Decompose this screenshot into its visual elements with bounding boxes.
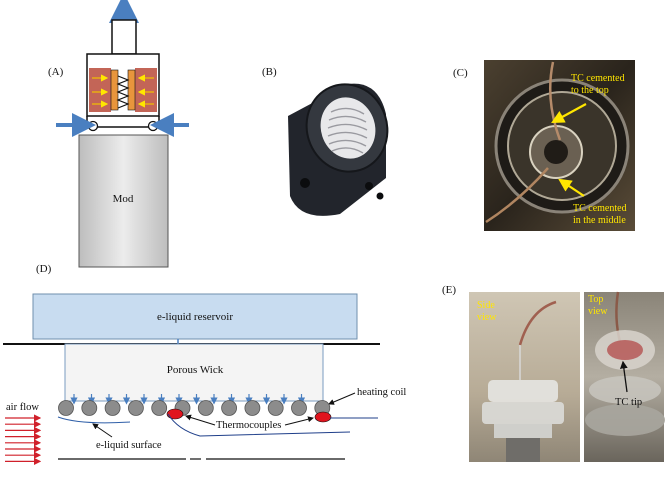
- coil-turn: [197, 400, 214, 416]
- liquid-surface-line: [57, 416, 131, 424]
- side-view-label-line1: Side: [477, 300, 495, 311]
- panel-b-label: (B): [262, 66, 277, 78]
- panel-d-label: (D): [36, 263, 52, 275]
- e-liquid-reservoir: [32, 293, 358, 340]
- annotation-arrow-middle: [558, 178, 585, 197]
- thermocouple-lead-1: [167, 413, 351, 437]
- air-flow-arrows: [5, 414, 42, 465]
- coil-turn: [291, 400, 307, 416]
- panel-a-label: (A): [48, 66, 64, 78]
- heating-coil: [58, 400, 331, 416]
- thermocouple-junction-2: [314, 411, 332, 423]
- side-hole-2: [365, 182, 373, 190]
- tc-middle-label-line2: in the middle: [573, 215, 626, 226]
- coil-turn: [221, 400, 238, 416]
- panel-d: (D) e-liquid reservoir Porous Wick heati…: [3, 263, 406, 465]
- mod-label: Mod: [113, 193, 134, 205]
- air-flow-label: air flow: [6, 402, 39, 413]
- tc-tip-arrow: [619, 360, 628, 393]
- mod-battery: [78, 134, 169, 268]
- tc-top-label-line2: to the top: [571, 85, 609, 96]
- panel-c-label: (C): [453, 67, 468, 79]
- thermocouple-junction-1: [166, 408, 184, 420]
- tc-middle-label-line1: TC cemented: [573, 203, 627, 214]
- tc-tip-label: TC tip: [615, 397, 642, 408]
- side-view-label-line2: view: [477, 312, 497, 323]
- wick-label: Porous Wick: [167, 364, 224, 376]
- side-hole-3: [376, 192, 384, 200]
- panel-e: (E) Side view Top view TC tip: [442, 284, 665, 462]
- liquid-flow-arrows: [92, 74, 154, 108]
- air-inlet-right: [147, 120, 159, 132]
- coil-turn: [81, 400, 98, 416]
- thread-lines: [327, 107, 368, 154]
- thermocouples-label: Thermocouples: [216, 420, 281, 431]
- tc-top-label-line1: TC cemented: [571, 73, 625, 84]
- top-view-label-line1: Top: [588, 294, 603, 305]
- coil-turn: [151, 400, 168, 416]
- atomizer-left-reservoir: [89, 68, 111, 112]
- heating-coil-label: heating coil: [357, 387, 406, 398]
- thermocouple-wire-middle: [485, 167, 549, 224]
- coil-turn: [58, 400, 74, 416]
- panel-a: (A) Mod: [48, 0, 189, 268]
- coil-turn: [267, 400, 284, 416]
- coil-turn: [244, 400, 261, 416]
- porous-wick: [64, 343, 324, 402]
- side-hole-1: [300, 178, 310, 188]
- coil-turn: [104, 400, 121, 416]
- liquid-surface-label: e-liquid surface: [96, 440, 162, 451]
- panel-e-label: (E): [442, 284, 456, 296]
- wick-flow-arrows: [70, 394, 306, 405]
- annotation-arrow-top: [551, 103, 587, 124]
- coil: [116, 75, 130, 109]
- top-view-label-line2: view: [588, 306, 608, 317]
- coil-turn: [127, 400, 144, 416]
- atomizer-right-reservoir: [135, 68, 157, 112]
- mouthpiece: [111, 19, 137, 55]
- wick-right: [127, 69, 136, 111]
- panel-c: (C) TC cemented to the top TC cemented i…: [453, 60, 635, 231]
- thermocouple-wire-top: [548, 61, 562, 141]
- panel-b: (B): [262, 66, 389, 216]
- reservoir-label: e-liquid reservoir: [157, 311, 233, 323]
- wick-left: [110, 69, 119, 111]
- air-inlet-left: [87, 120, 99, 132]
